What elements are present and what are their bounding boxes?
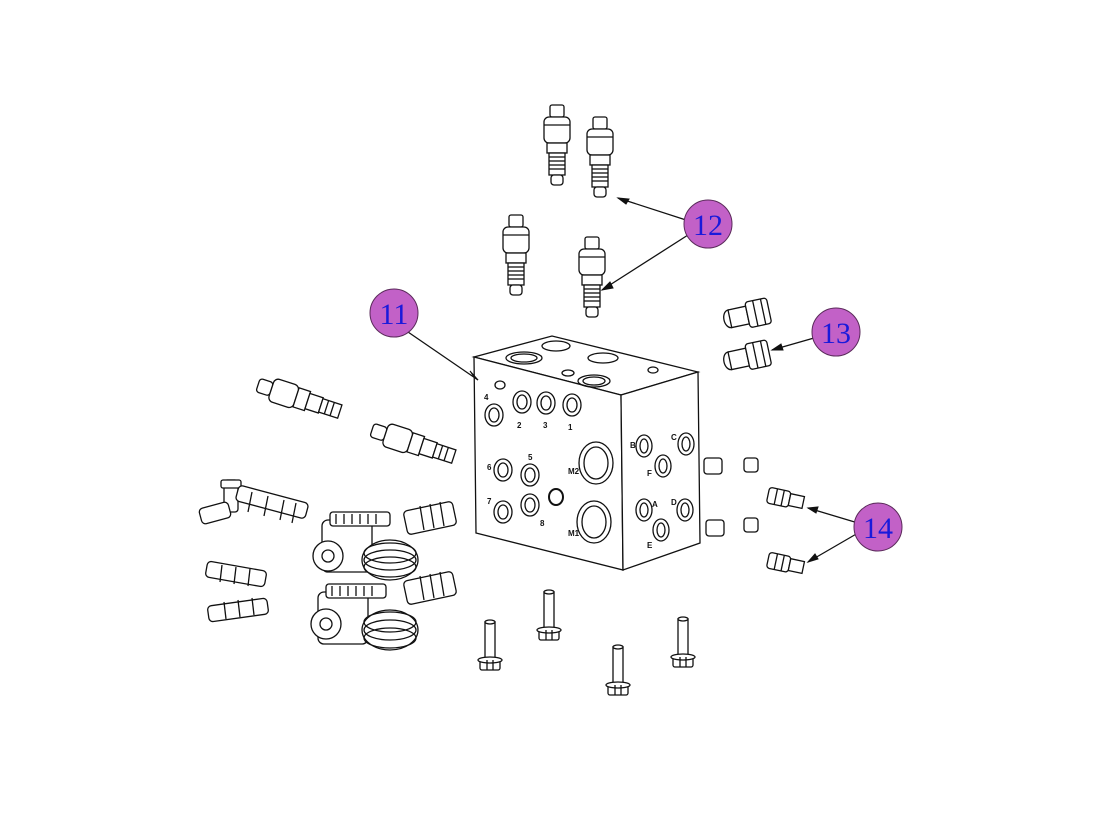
callout-13-label: 13 xyxy=(821,317,851,350)
callout-14-label: 14 xyxy=(863,512,893,545)
cartridge-valve-4 xyxy=(578,236,606,318)
leader-11 xyxy=(407,331,479,381)
callout-11-label: 11 xyxy=(380,298,409,331)
mounting-bolt-1 xyxy=(477,619,503,671)
mounting-bolts xyxy=(477,589,696,696)
mounting-bolt-3 xyxy=(605,644,631,696)
horizontal-cartridge-upper xyxy=(255,378,343,420)
callout-bubbles: 11 12 13 14 xyxy=(369,199,903,552)
port-label-d: D xyxy=(671,498,677,507)
solenoid-valves xyxy=(310,501,457,651)
cartridge-valve-3 xyxy=(502,214,530,296)
leader-12a xyxy=(617,197,687,221)
port-label-1: 1 xyxy=(568,423,573,432)
manifold-block: 4 2 3 1 6 5 7 8 M2 M1 xyxy=(471,335,701,571)
horizontal-cartridges xyxy=(255,378,457,465)
callout-11: 11 xyxy=(369,288,419,338)
callout-12: 12 xyxy=(683,199,733,249)
plug-upper xyxy=(723,297,772,329)
horizontal-cartridge-lower xyxy=(369,423,457,465)
side-fitting-lower xyxy=(766,552,806,575)
side-fittings xyxy=(703,457,806,575)
port-label-a: A xyxy=(652,500,658,509)
port-label-b: B xyxy=(630,441,636,450)
straight-fitting-upper xyxy=(205,560,267,588)
cartridge-valve-2 xyxy=(586,116,614,198)
port-label-6: 6 xyxy=(487,463,492,472)
port-label-m1: M1 xyxy=(568,529,580,538)
callout-13: 13 xyxy=(811,307,861,357)
plug-lower xyxy=(723,339,772,371)
port-label-m2: M2 xyxy=(568,467,580,476)
callout-12-label: 12 xyxy=(693,209,723,242)
port-label-8: 8 xyxy=(540,519,545,528)
leader-lines xyxy=(407,197,859,563)
cartridge-valve-1 xyxy=(543,104,571,186)
port-label-2: 2 xyxy=(517,421,522,430)
side-fitting-upper xyxy=(766,487,806,510)
side-ports: B C F A D E xyxy=(630,432,695,550)
front-ports-top-row: 4 2 3 1 xyxy=(484,390,582,432)
port-label-4: 4 xyxy=(484,393,489,402)
callout-14: 14 xyxy=(853,502,903,552)
solenoid-upper xyxy=(312,501,457,581)
tee-fitting xyxy=(198,479,309,525)
cartridge-valves xyxy=(502,104,614,318)
solenoid-lower xyxy=(310,571,457,651)
port-label-e: E xyxy=(647,541,653,550)
port-label-f: F xyxy=(647,469,652,478)
port-plugs xyxy=(723,297,772,371)
straight-fitting-lower xyxy=(207,597,269,623)
port-label-c: C xyxy=(671,433,677,442)
port-label-5: 5 xyxy=(528,453,533,462)
port-label-7: 7 xyxy=(487,497,492,506)
leader-12b xyxy=(601,234,689,291)
mounting-bolt-2 xyxy=(536,589,562,641)
front-ports-middle: 6 5 7 8 xyxy=(487,453,564,528)
left-fittings xyxy=(198,479,309,623)
mounting-bolt-4 xyxy=(670,616,696,668)
port-label-3: 3 xyxy=(543,421,548,430)
